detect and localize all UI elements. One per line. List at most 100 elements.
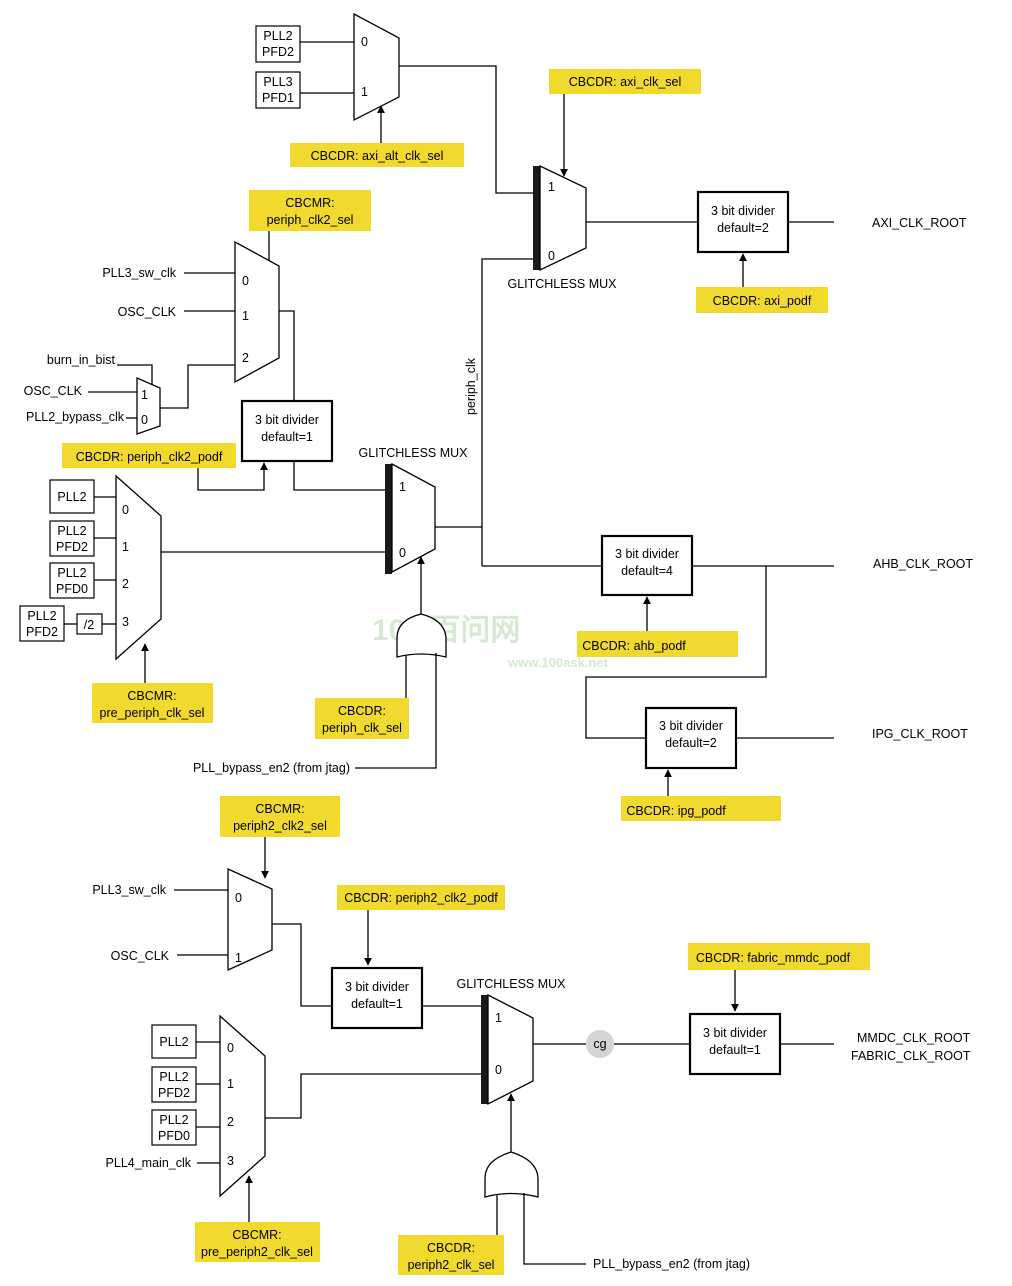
pll2-bypass-clk-source: PLL2_bypass_clk xyxy=(26,410,125,424)
periph-clk2-podf-label: CBCDR: periph_clk2_podf xyxy=(76,450,223,464)
arrow xyxy=(197,462,268,491)
axi-clk-sel-label: CBCDR: axi_clk_sel xyxy=(569,75,682,89)
pll4-main-clk-source: PLL4_main_clk xyxy=(106,1156,192,1170)
or-gate-2 xyxy=(484,1151,539,1198)
periph-clk-net-label: periph_clk xyxy=(464,357,478,415)
periph-clk-sel-register xyxy=(315,698,409,739)
periph2-clk2-divider-line2: default=1 xyxy=(351,997,403,1011)
pll2-pfd0-source xyxy=(49,562,95,599)
periph2-clk2-sel-line2: periph2_clk2_sel xyxy=(233,819,327,833)
pll2-source-2-label: PLL2 xyxy=(159,1035,188,1049)
pll2-pfd2-source-3 xyxy=(19,605,65,642)
periph2-clk2-divider xyxy=(330,966,424,1030)
pll2-pfd2-3-line1: PLL2 xyxy=(27,609,56,623)
periph-glitchless-mux-section: GLITCHLESS MUX 1 0 CBCDR: periph_clk_sel… xyxy=(193,258,602,775)
periph2-clk2-podf-register xyxy=(337,885,505,910)
axi-glitchless-mux-label: GLITCHLESS MUX xyxy=(507,277,617,291)
wire xyxy=(293,461,385,491)
pll2-pfd2-source xyxy=(255,25,301,63)
mux-input-1: 1 xyxy=(495,1011,502,1025)
periph-clk2-divider-line2: default=1 xyxy=(261,430,313,444)
pre-periph-clk-mux xyxy=(115,474,162,661)
wire xyxy=(585,566,767,739)
ahb-ipg-section: 3 bit divider default=4 AHB_CLK_ROOT CBC… xyxy=(577,534,973,821)
wire xyxy=(399,65,533,194)
ipg-divider-line1: 3 bit divider xyxy=(659,719,723,733)
pll2-pfd0-2-line2: PFD0 xyxy=(158,1129,190,1143)
periph2-clk2-sel-register xyxy=(220,796,340,837)
mux-input-0: 0 xyxy=(495,1063,502,1077)
pll-bypass-en2-source-2: PLL_bypass_en2 (from jtag) xyxy=(593,1257,750,1271)
pre-periph-clk-sel-line2: pre_periph_clk_sel xyxy=(100,706,205,720)
osc-clk-source-2: OSC_CLK xyxy=(24,384,83,398)
wire xyxy=(117,364,153,384)
periph-clk2-divider xyxy=(240,399,334,463)
pll2-pfd0-line1: PLL2 xyxy=(57,566,86,580)
pll2-pfd2-line2: PFD2 xyxy=(262,45,294,59)
mux-input-2: 2 xyxy=(242,351,249,365)
axi-divider-line1: 3 bit divider xyxy=(711,204,775,218)
pll3-pfd1-source xyxy=(255,71,301,109)
axi-glitchless-mux xyxy=(539,164,587,272)
periph-glitchless-mux-label: GLITCHLESS MUX xyxy=(358,446,468,460)
fabric-mmdc-divider-line2: default=1 xyxy=(709,1043,761,1057)
wire xyxy=(160,364,235,409)
fabric-mmdc-podf-register xyxy=(688,943,870,970)
mux-input-1: 1 xyxy=(235,951,242,965)
wire xyxy=(355,653,437,769)
ahb-podf-register xyxy=(577,631,738,657)
pll2-source-label: PLL2 xyxy=(57,490,86,504)
mux-input-1: 1 xyxy=(361,85,368,99)
mux-input-1: 1 xyxy=(227,1077,234,1091)
mux-input-0: 0 xyxy=(122,503,129,517)
pre-periph-clk-sel-line1: CBCMR: xyxy=(127,689,176,703)
mux-input-1: 1 xyxy=(548,180,555,194)
mux-input-0: 0 xyxy=(242,274,249,288)
pll2-source xyxy=(49,479,95,514)
ahb-divider-line1: 3 bit divider xyxy=(615,547,679,561)
pll2-pfd2-4-line1: PLL2 xyxy=(159,1070,188,1084)
osc-clk-source-3: OSC_CLK xyxy=(111,949,170,963)
mux-input-2: 2 xyxy=(227,1115,234,1129)
periph-clk2-podf-register xyxy=(62,443,236,468)
fabric-clk-root-output: FABRIC_CLK_ROOT xyxy=(851,1049,971,1063)
pre-periph-clk-section: PLL2 PLL2 PFD2 PLL2 PFD0 PLL2 PFD2 /2 0 … xyxy=(19,474,385,723)
pll2-pfd2-2-line1: PLL2 xyxy=(57,524,86,538)
mux-input-3: 3 xyxy=(227,1154,234,1168)
pll2-pfd0-2-line1: PLL2 xyxy=(159,1113,188,1127)
ipg-divider-line2: default=2 xyxy=(665,736,717,750)
mux-input-0: 0 xyxy=(235,891,242,905)
periph2-glitchless-mux-section: GLITCHLESS MUX 1 0 CBCDR: periph2_clk_se… xyxy=(398,943,971,1275)
clock-gate xyxy=(586,1030,614,1058)
pre-periph2-clk-sel-line2: pre_periph2_clk_sel xyxy=(201,1245,313,1259)
periph2-glitchless-mux-label: GLITCHLESS MUX xyxy=(456,977,566,991)
fabric-mmdc-podf-label: CBCDR: fabric_mmdc_podf xyxy=(696,951,851,965)
periph-clk-sel-line1: CBCDR: xyxy=(338,704,386,718)
ahb-divider xyxy=(600,534,694,597)
axi-alt-mux-section: PLL2 PFD2 PLL3 PFD1 0 1 CBCDR: axi_alt_c… xyxy=(255,12,533,194)
pll3-sw-clk-source: PLL3_sw_clk xyxy=(102,266,176,280)
periph2-clk2-podf-label: CBCDR: periph2_clk2_podf xyxy=(344,891,498,905)
pll2-pfd0-source-2 xyxy=(151,1109,197,1146)
mmdc-clk-root-output: MMDC_CLK_ROOT xyxy=(857,1031,971,1045)
pll2-pfd2-4-line2: PFD2 xyxy=(158,1086,190,1100)
periph-clk2-divider-line1: 3 bit divider xyxy=(255,413,319,427)
periph2-clk2-section: CBCMR: periph2_clk2_sel 0 1 PLL3_sw_clk … xyxy=(92,796,505,1030)
osc-clk-source: OSC_CLK xyxy=(118,305,177,319)
wire xyxy=(272,923,332,1007)
mux-input-3: 3 xyxy=(122,615,129,629)
mux-input-1: 1 xyxy=(242,309,249,323)
pre-periph-clk-sel-register xyxy=(92,683,213,723)
axi-divider-line2: default=2 xyxy=(717,221,769,235)
pll2-pfd2-3-line2: PFD2 xyxy=(26,625,58,639)
fabric-mmdc-divider xyxy=(688,1012,782,1076)
wire xyxy=(265,1073,481,1119)
periph2-clk-sel-register xyxy=(398,1235,504,1275)
periph-clk2-sel-line1: CBCMR: xyxy=(285,196,334,210)
periph2-clk2-mux xyxy=(227,867,273,972)
pll-bypass-en2-source: PLL_bypass_en2 (from jtag) xyxy=(193,761,350,775)
bypass-mux-input-1: 1 xyxy=(141,388,148,402)
pre-periph2-clk-section: PLL2 PLL2 PFD2 PLL2 PFD0 PLL4_main_clk 0… xyxy=(106,1014,481,1262)
periph2-clk2-sel-line1: CBCMR: xyxy=(255,802,304,816)
